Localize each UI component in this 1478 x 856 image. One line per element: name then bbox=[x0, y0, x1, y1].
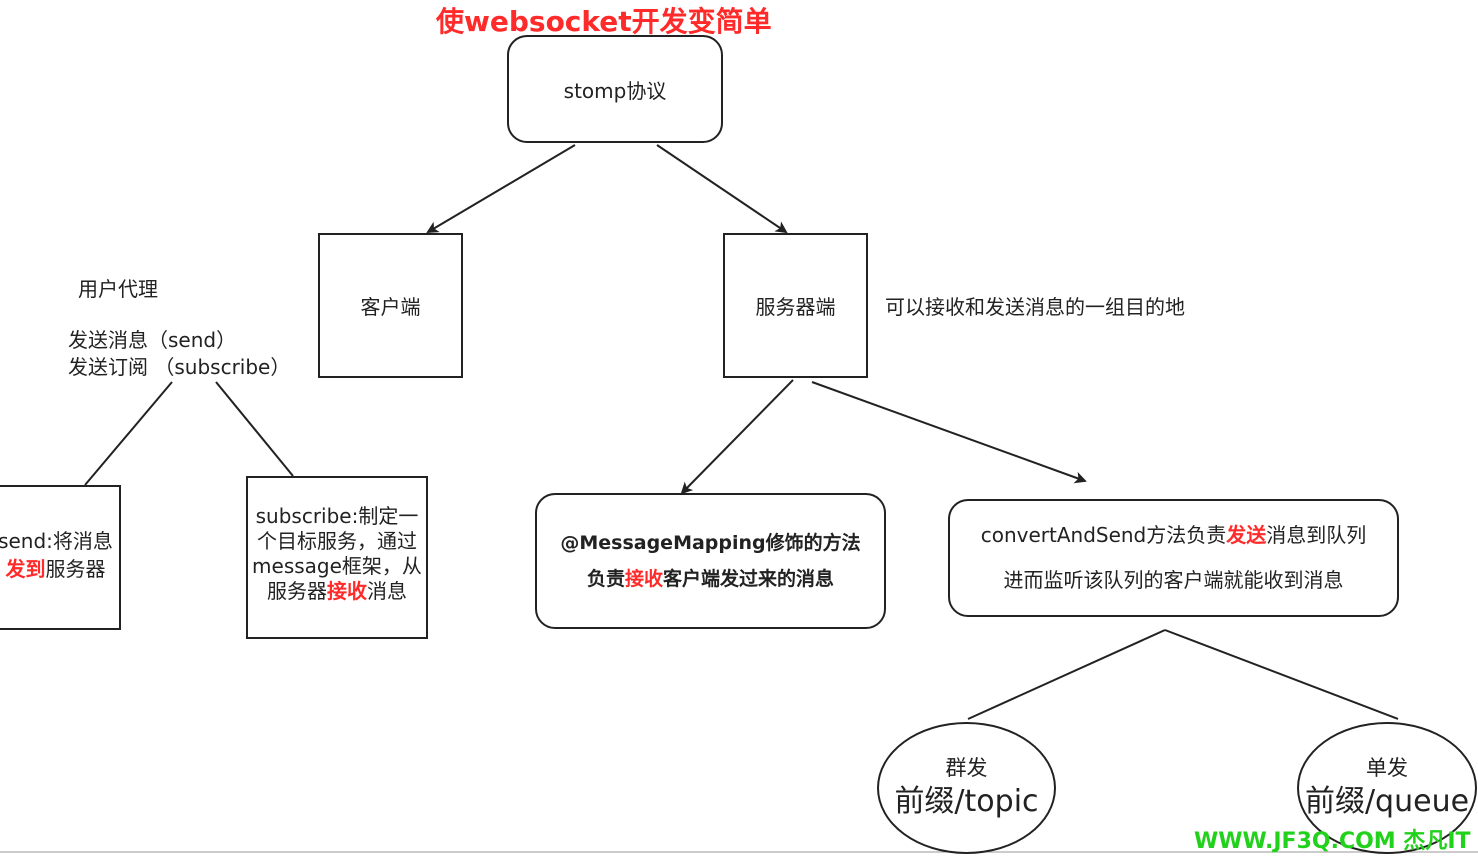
watermark: WWW.JF3Q.COM 杰凡IT bbox=[1194, 829, 1471, 854]
arrow-stomp-to-client bbox=[426, 144, 576, 234]
stomp-protocol-node: stomp协议 bbox=[507, 35, 723, 143]
client-label: 客户端 bbox=[360, 295, 421, 319]
send-line-2: 发到服务器 bbox=[0, 555, 119, 583]
convert-l1a: convertAndSend方法负责 bbox=[980, 523, 1227, 547]
subscribe-node: subscribe:制定一 个目标服务，通过 message框架，从 服务器接收… bbox=[246, 476, 428, 639]
subscribe-line-1: subscribe:制定一 bbox=[255, 504, 419, 528]
subscribe-line-2: 个目标服务，通过 bbox=[257, 529, 417, 553]
broadcast-topic-node: 群发 前缀/topic bbox=[877, 722, 1056, 854]
client-node: 客户端 bbox=[318, 233, 463, 378]
arrow-server-to-mapping bbox=[680, 379, 794, 495]
arrow-stomp-to-server bbox=[656, 144, 788, 234]
line-agent-to-subscribe bbox=[215, 381, 294, 477]
mapping-l2b: 客户端发过来的消息 bbox=[663, 568, 835, 590]
user-agent-send: 发送消息（send） bbox=[68, 328, 237, 352]
send-line-1: send:将消息 bbox=[0, 529, 113, 553]
server-description: 可以接收和发送消息的一组目的地 bbox=[885, 295, 1185, 319]
send-rest: 服务器 bbox=[45, 557, 106, 581]
mapping-l2a: 负责 bbox=[586, 568, 625, 590]
user-agent-subscribe: 发送订阅 （subscribe） bbox=[68, 355, 291, 379]
convert-l1b: 消息到队列 bbox=[1266, 523, 1367, 547]
server-node: 服务器端 bbox=[723, 233, 868, 378]
send-highlight: 发到 bbox=[5, 557, 46, 581]
subscribe-highlight: 接收 bbox=[327, 579, 367, 603]
unicast-label: 单发 bbox=[1366, 755, 1408, 780]
unicast-queue-node: 单发 前缀/queue bbox=[1297, 722, 1477, 854]
convert-highlight: 发送 bbox=[1226, 523, 1267, 547]
line-convert-to-group bbox=[967, 629, 1166, 720]
subscribe-l4b: 消息 bbox=[367, 579, 407, 603]
arrow-server-to-convert bbox=[811, 381, 1087, 484]
mapping-highlight: 接收 bbox=[624, 568, 663, 590]
convert-line-1: convertAndSend方法负责发送消息到队列 bbox=[981, 513, 1367, 558]
stomp-protocol-label: stomp协议 bbox=[563, 78, 667, 103]
convert-line-2: 进而监听该队列的客户端就能收到消息 bbox=[1003, 568, 1344, 592]
subscribe-line-4: 服务器接收消息 bbox=[248, 579, 426, 604]
line-agent-to-send bbox=[84, 381, 173, 486]
broadcast-label: 群发 bbox=[945, 755, 988, 780]
mapping-line-2: 负责接收客户端发过来的消息 bbox=[587, 561, 834, 597]
diagram-title: 使websocket开发变简单 bbox=[436, 5, 772, 38]
queue-prefix: 前缀/queue bbox=[1304, 784, 1470, 820]
message-mapping-node: @MessageMapping修饰的方法 负责接收客户端发过来的消息 bbox=[535, 493, 886, 629]
subscribe-l4a: 服务器 bbox=[267, 579, 327, 603]
line-convert-to-single bbox=[1164, 629, 1399, 720]
topic-prefix: 前缀/topic bbox=[894, 784, 1039, 820]
server-label: 服务器端 bbox=[755, 295, 836, 319]
convert-and-send-node: convertAndSend方法负责发送消息到队列 进而监听该队列的客户端就能收… bbox=[948, 499, 1399, 617]
subscribe-line-3: message框架，从 bbox=[252, 554, 422, 578]
user-agent-label: 用户代理 bbox=[78, 277, 158, 301]
send-node: send:将消息 发到服务器 bbox=[0, 485, 121, 630]
mapping-line-1: @MessageMapping修饰的方法 bbox=[560, 531, 861, 554]
